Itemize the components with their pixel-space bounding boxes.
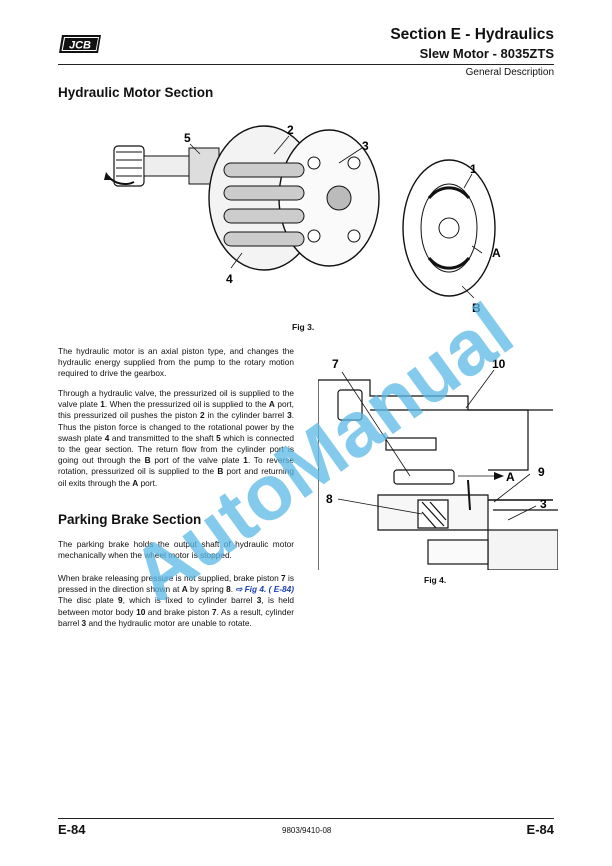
- ref-valve-plate: 1: [243, 455, 248, 466]
- motor-paragraph-2: Through a hydraulic valve, the pressuriz…: [58, 388, 294, 489]
- text-run: . Thus the piston force is changed to th…: [58, 410, 294, 443]
- cylinder-barrel-icon: [208, 125, 380, 271]
- fig3-label-2: 2: [287, 123, 294, 137]
- text-run: , is held between motor body: [58, 595, 294, 617]
- ref-brake-piston: 7: [212, 606, 217, 617]
- jcb-logo: JCB: [59, 35, 101, 53]
- text-run: , which is fixed to cylinder barrel: [122, 595, 257, 606]
- ref-spring: 8: [226, 584, 231, 595]
- ref-valve-plate: 1: [100, 399, 105, 410]
- figure-4-caption: Fig 4.: [424, 575, 447, 585]
- fig4-label-9: 9: [538, 465, 545, 479]
- text-run: which is connected to the gear section. …: [58, 432, 295, 466]
- fig4-cross-reference-link[interactable]: ⇨ Fig 4. ( E-84): [235, 584, 294, 595]
- fig3-label-a: A: [492, 246, 501, 260]
- ref-cylinder-barrel: 3: [287, 410, 292, 421]
- text-run: . To reverse rotation, pressurized oil i…: [58, 455, 294, 477]
- fig4-label-7: 7: [332, 357, 339, 371]
- ref-port-b: B: [217, 466, 224, 477]
- footer-page-number-left: E-84: [58, 822, 86, 837]
- fig3-label-1: 1: [470, 162, 477, 176]
- ref-port-b: B: [144, 455, 151, 466]
- fig4-label-8: 8: [326, 492, 333, 506]
- text-run: in the cylinder barrel: [204, 410, 288, 421]
- text-run: . As a result, cylinder barrel: [58, 606, 294, 628]
- logo-text: JCB: [69, 40, 91, 52]
- section-subtitle: Slew Motor - 8035ZTS: [419, 46, 554, 61]
- motor-section-heading: Hydraulic Motor Section: [58, 85, 214, 100]
- ref-swash-plate: 4: [104, 432, 110, 443]
- figure-3-caption: Fig 3.: [292, 322, 315, 332]
- text-run: port and returning oil exits through the: [58, 466, 294, 488]
- ref-motor-body: 10: [136, 606, 146, 617]
- ref-cylinder-barrel: 3: [81, 617, 87, 628]
- ref-piston: 2: [200, 410, 205, 421]
- text-run: Through a hydraulic valve, the pressuriz…: [58, 388, 294, 410]
- fig4-label-10: 10: [492, 357, 506, 371]
- footer-page-number-right: E-84: [526, 822, 554, 837]
- text-run: and the hydraulic motor are unable to ro…: [86, 617, 252, 628]
- page-category: General Description: [465, 67, 554, 78]
- text-run: The disc plate: [58, 595, 119, 606]
- text-run: When brake releasing pressure is not sup…: [58, 573, 282, 583]
- text-run: and transmitted to the shaft: [109, 432, 217, 443]
- fig3-label-b: B: [472, 301, 481, 315]
- fig3-label-5: 5: [184, 131, 191, 145]
- gear-icon: [104, 145, 145, 187]
- text-run: is pressed in the direction shown at: [58, 573, 294, 595]
- ref-direction-a: A: [181, 584, 188, 595]
- text-run: by spring: [187, 584, 227, 595]
- header-divider: [58, 64, 554, 65]
- ref-port-a: A: [132, 477, 139, 488]
- footer-divider: [58, 818, 554, 819]
- text-run: . When the pressurized oil is supplied t…: [104, 399, 269, 410]
- section-title: Section E - Hydraulics: [390, 26, 554, 43]
- text-run: port, this pressurized oil pushes the pi…: [58, 399, 294, 421]
- figure-3-motor-exploded: 5 2 3 1 A B 4: [104, 123, 501, 315]
- fig4-label-a: A: [506, 470, 515, 484]
- brake-paragraph-1: The parking brake holds the output shaft…: [58, 539, 294, 561]
- ref-port-a: A: [268, 399, 275, 410]
- text-run: and brake piston: [145, 606, 213, 617]
- valve-plate-icon: [402, 159, 496, 297]
- text-run: port.: [138, 477, 158, 488]
- brake-paragraph-2: When brake releasing pressure is not sup…: [58, 573, 294, 629]
- motor-paragraph-1: The hydraulic motor is an axial piston t…: [58, 346, 294, 379]
- text-run: port of the valve plate: [150, 455, 244, 466]
- ref-cylinder-barrel: 3: [256, 595, 262, 606]
- figure-4-brake-section: 7 10 A 9 8 3: [318, 357, 558, 570]
- fig3-label-3: 3: [362, 139, 369, 153]
- footer-document-number: 9803/9410-08: [282, 826, 332, 835]
- ref-disc-plate: 9: [118, 595, 123, 606]
- ref-shaft: 5: [216, 432, 221, 443]
- fig4-label-3: 3: [540, 497, 547, 511]
- ref-brake-piston: 7: [281, 573, 286, 583]
- brake-section-heading: Parking Brake Section: [58, 512, 202, 527]
- shaft-icon: [143, 147, 220, 185]
- text-run: .: [230, 584, 236, 595]
- fig3-label-4: 4: [226, 272, 233, 286]
